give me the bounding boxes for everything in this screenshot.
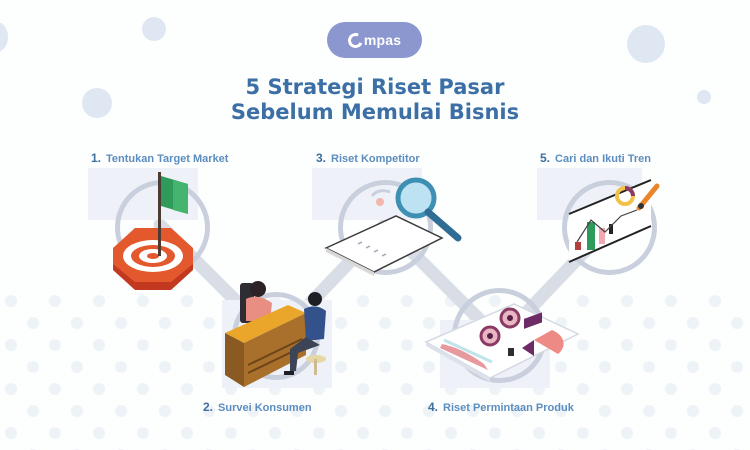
step-1-number: 1. xyxy=(91,151,102,165)
decor-bubble xyxy=(142,17,166,41)
step-3-ring xyxy=(338,180,433,275)
step-2-label: 2. Survei Konsumen xyxy=(203,400,312,414)
magnifier-document-icon xyxy=(324,177,462,276)
step-4-number: 4. xyxy=(428,400,439,414)
step-4-text: Riset Permintaan Produk xyxy=(443,402,574,414)
compas-logo: mpas xyxy=(327,22,422,58)
step-5-number: 5. xyxy=(540,151,551,165)
decor-bubble xyxy=(0,22,8,52)
dot-grid-pattern xyxy=(0,290,750,450)
trend-chart-icon xyxy=(568,179,660,263)
product-demand-report-icon xyxy=(424,303,580,382)
title-line-1: 5 Strategi Riset Pasar xyxy=(245,75,505,99)
target-flag-icon xyxy=(113,172,193,290)
step-5-ring xyxy=(562,180,657,275)
consumer-survey-desk-icon xyxy=(225,281,326,387)
step-4-label: 4. Riset Permintaan Produk xyxy=(428,400,574,414)
decor-bubble xyxy=(82,88,112,118)
step-3-text: Riset Kompetitor xyxy=(331,153,420,165)
step-5-text: Cari dan Ikuti Tren xyxy=(555,153,651,165)
decor-bubble xyxy=(627,25,665,63)
step-3-label: 3. Riset Kompetitor xyxy=(316,151,420,165)
decor-bubble xyxy=(697,90,711,104)
step-2-number: 2. xyxy=(203,400,214,414)
step-3-number: 3. xyxy=(316,151,327,165)
page-title: 5 Strategi Riset Pasar Sebelum Memulai B… xyxy=(0,75,750,125)
step-1-text: Tentukan Target Market xyxy=(106,153,229,165)
step-5-label: 5. Cari dan Ikuti Tren xyxy=(540,151,651,165)
step-2-text: Survei Konsumen xyxy=(218,402,312,414)
step-1-label: 1. Tentukan Target Market xyxy=(91,151,228,165)
title-line-2: Sebelum Memulai Bisnis xyxy=(230,100,520,124)
logo-text: mpas xyxy=(363,32,402,48)
